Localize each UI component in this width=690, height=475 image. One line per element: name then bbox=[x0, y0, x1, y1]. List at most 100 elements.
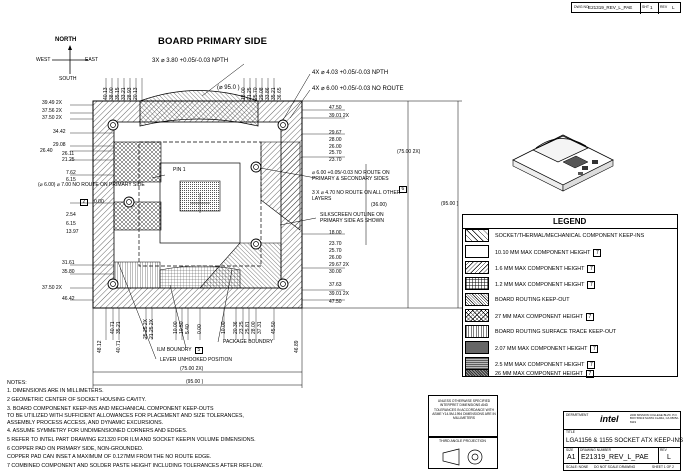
legend-label-text: 1.2 MM MAX COMPONENT HEIGHT bbox=[495, 282, 585, 288]
projection-symbol-icon bbox=[442, 448, 483, 466]
hole-callout-top-right-2: 4X ⌀ 6.00 +0.05/-0.03 NO ROUTE bbox=[312, 86, 404, 92]
legend-label-text: 2.07 MM MAX COMPONENT HEIGHT bbox=[495, 346, 588, 352]
legend-tag: 7 bbox=[587, 265, 596, 273]
tag-ilm: 5 bbox=[195, 347, 203, 354]
legend-swatch bbox=[465, 309, 489, 322]
legend-label-text: 10.10 MM MAX COMPONENT HEIGHT bbox=[495, 250, 591, 256]
left-dim: 35.80 bbox=[62, 269, 75, 275]
legend-label-text: 2.5 MM MAX COMPONENT HEIGHT bbox=[495, 362, 585, 368]
title-label: TITLE bbox=[566, 430, 575, 434]
bottom-outer-dim: 40.71 bbox=[116, 340, 122, 353]
legend-swatch bbox=[465, 261, 489, 274]
page-title: BOARD PRIMARY SIDE bbox=[158, 36, 268, 47]
title-rev-label: REV bbox=[660, 448, 667, 452]
top-dim: 36.65 bbox=[277, 87, 283, 100]
bottom-dim: 45.50 bbox=[271, 321, 277, 334]
top-dim: 20.13 bbox=[133, 87, 139, 100]
legend-swatch bbox=[465, 229, 489, 242]
left-dim: 29.08 bbox=[53, 142, 66, 148]
third-angle-label: THIRD ANGLE PROJECTION bbox=[439, 439, 486, 443]
bottom-dim: 35.21 bbox=[116, 321, 122, 334]
left-dim: 31.61 bbox=[62, 260, 75, 266]
company-address: 2200 MISSION COLLEGE BLVD. P.O. BOX 5811… bbox=[630, 413, 679, 424]
center-hole-callout: ⌀ 6.00 +0.05/-0.03 NO ROUTE ON PRIMARY &… bbox=[312, 170, 412, 210]
title-block: DEPARTMENT intel 2200 MISSION COLLEGE BL… bbox=[563, 411, 683, 471]
hole-callout-top-left: 3X ⌀ 3.80 +0.05/-0.03 NPTH bbox=[152, 58, 229, 64]
tolerance-note: UNLESS OTHERWISE SPECIFIED INTERPRET DIM… bbox=[432, 399, 496, 421]
tag-center: 6 bbox=[399, 186, 407, 193]
size-value: A1 bbox=[567, 454, 576, 461]
pin1-label: PIN 1 bbox=[173, 167, 186, 173]
legend-label: SOCKET/THERMAL/MECHANICAL COMPONENT KEEP… bbox=[495, 233, 645, 239]
dim-95-right: (95.00 ) bbox=[441, 201, 459, 207]
right-dim: 25.70 bbox=[329, 150, 342, 156]
right-dim: 23.70 bbox=[329, 241, 342, 247]
bottom-outer-dim: 46.89 bbox=[294, 340, 300, 353]
lever-label: LEVER UNHOOKED POSITION bbox=[160, 357, 232, 363]
compass-east: EAST bbox=[85, 57, 99, 63]
right-dim: 29.67 bbox=[329, 130, 342, 136]
legend-tag: 7 bbox=[585, 313, 594, 321]
right-dim: 18.00 bbox=[329, 230, 342, 236]
department-label: DEPARTMENT bbox=[566, 413, 589, 417]
left-dim: 46.42 bbox=[62, 296, 75, 302]
right-dim: 26.00 bbox=[329, 144, 342, 150]
left-dim: 13.97 bbox=[66, 229, 79, 235]
drawing-id-box: DWG NO E21319_REV_L_PAE SHT 1 REV L bbox=[571, 2, 681, 14]
left-dim: 34.42 bbox=[53, 129, 66, 135]
left-dim: 21.25 bbox=[62, 157, 75, 163]
left-dim: 6.15 bbox=[66, 221, 76, 227]
note-item: 7 COMBINED COMPONENT AND SOLDER PASTE HE… bbox=[7, 463, 263, 469]
hole-callout-top-right-1: 4X ⌀ 4.03 +0.05/-0.03 NPTH bbox=[312, 70, 389, 76]
tolerance-block: UNLESS OTHERWISE SPECIFIED INTERPRET DIM… bbox=[428, 395, 498, 437]
note-item: 5 REFER TO INTEL PART DRAWING E21320 FOR… bbox=[7, 437, 256, 443]
right-dim: 29.67 2X bbox=[329, 262, 350, 268]
legend-label: BOARD ROUTING KEEP-OUT bbox=[495, 297, 570, 303]
right-dim: 47.50 bbox=[329, 299, 342, 305]
legend-tag: 7 bbox=[587, 361, 596, 369]
legend-label-text: 1.6 MM MAX COMPONENT HEIGHT bbox=[495, 266, 585, 272]
title-rev-value: L bbox=[667, 454, 671, 461]
zero-label: 0.00 bbox=[94, 199, 104, 205]
bottom-dim: 10.00 bbox=[221, 321, 227, 334]
left-dim: 26.11 bbox=[62, 151, 75, 157]
legend-item: BOARD ROUTING KEEP-OUT bbox=[463, 292, 677, 308]
rev-value: L bbox=[672, 4, 675, 10]
left-dim: 37.50 2X bbox=[42, 115, 63, 121]
package-label: PACKAGE BOUNDRY bbox=[223, 339, 274, 345]
left-dim: 26.40 bbox=[40, 148, 53, 154]
company-logo: intel bbox=[600, 414, 619, 424]
right-dim: 26.00 bbox=[329, 255, 342, 261]
legend-label-text: 26 MM MAX COMPONENT HEIGHT bbox=[495, 371, 583, 377]
legend-swatch bbox=[465, 369, 489, 377]
silkscreen-label: SILKSCREEN OUTLINE ON PRIMARY SIDE AS SH… bbox=[320, 212, 384, 225]
scale-label: SCALE: NONE bbox=[566, 464, 589, 469]
note-item: 4. ASSUME SYMMETRY FOR UNDIMENSIONED COR… bbox=[7, 428, 188, 434]
left-dim: 39.49 2X bbox=[42, 100, 63, 106]
dim-36: (36.00) bbox=[371, 202, 387, 208]
isometric-view bbox=[512, 134, 614, 192]
sheet-of: SHEET 1 OF 2 bbox=[652, 464, 674, 469]
rev-label: REV bbox=[660, 5, 668, 9]
right-dim: 47.50 bbox=[329, 105, 342, 111]
drawing-number: E21319_REV_L_PAE bbox=[581, 454, 649, 461]
center-hole-text: ⌀ 6.00 +0.05/-0.03 NO ROUTE ON PRIMARY &… bbox=[312, 170, 390, 183]
sheet-label: SHT bbox=[642, 5, 649, 9]
note-item: 1. DIMENSIONS ARE IN MILLIMETERS. bbox=[7, 388, 104, 394]
dwg-no-value: E21319_REV_L_PAE bbox=[588, 4, 633, 10]
legend-swatch bbox=[465, 277, 489, 290]
notes-header: NOTES: bbox=[7, 380, 27, 386]
notes: NOTES: 1. DIMENSIONS ARE IN MILLIMETERS.… bbox=[7, 380, 377, 473]
tag-left: 2 bbox=[80, 199, 88, 206]
diameter-top: (⌀ 95.0 ) bbox=[217, 85, 240, 91]
center-hole-text-2: 3 X ⌀ 4.70 NO ROUTE ON ALL OTHER LAYERS bbox=[312, 190, 401, 203]
